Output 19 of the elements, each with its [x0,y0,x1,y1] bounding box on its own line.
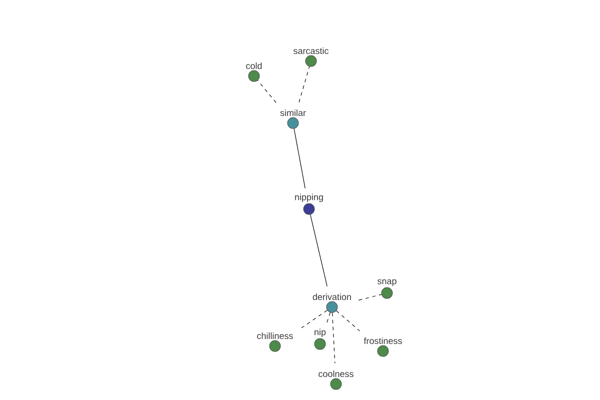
connector-line [336,310,360,332]
node-label: snap [378,279,396,286]
connector-line [294,128,306,189]
node-label: frostiness [364,337,402,344]
node-label: sarcastic [294,47,329,54]
connector-line [301,310,328,328]
connector-line [326,312,331,324]
node-label: chilliness [257,332,293,340]
node-label: cold [246,62,262,70]
connector-line [257,80,276,103]
node-label: derivation [312,293,351,300]
connector-line [298,66,310,103]
node-label: nipping [295,194,323,202]
connector-line [332,312,336,364]
node-label: similar [280,109,306,116]
connector-line [358,294,382,300]
connector-line [310,214,328,287]
node-label: coolness [318,370,354,378]
node-label: nip [314,328,326,338]
